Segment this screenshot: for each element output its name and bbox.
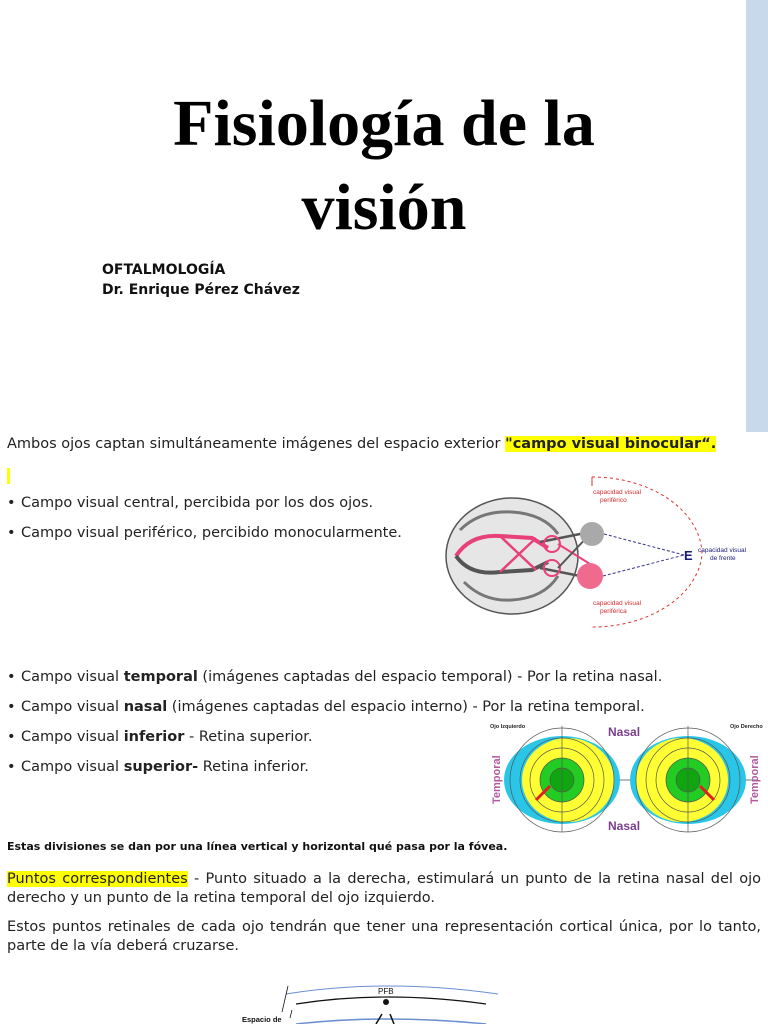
intro-highlight: "campo visual binocular“. xyxy=(505,436,717,452)
intro-paragraph: Ambos ojos captan simultáneamente imágen… xyxy=(7,436,717,452)
paragraph-corresponding-points: Puntos correspondientes - Punto situado … xyxy=(7,870,761,908)
label-peripheral-bottom-2: periférica xyxy=(600,608,627,615)
list-item: Campo visual periférico, percibido monoc… xyxy=(7,523,402,553)
author-label: Dr. Enrique Pérez Chávez xyxy=(102,282,300,298)
bullet-list-divisions: Campo visual temporal (imágenes captadas… xyxy=(7,667,662,787)
slide-subtitle: OFTALMOLOGÍA Dr. Enrique Pérez Chávez xyxy=(102,260,300,300)
highlight-mark xyxy=(7,468,10,484)
label-peripheral-top-2: periférico xyxy=(600,497,627,504)
left-eye-field xyxy=(504,726,620,833)
temporal-label-right: Temporal xyxy=(749,755,761,804)
right-eye-label: Ojo Derecho xyxy=(730,724,763,730)
list-item: Campo visual central, percibida por los … xyxy=(7,493,402,523)
temporal-label-left: Temporal xyxy=(491,755,503,804)
nasal-label-bottom: Nasal xyxy=(608,819,640,833)
slide-accent-bar xyxy=(746,0,768,432)
label-front: capacidad visual xyxy=(698,547,747,554)
space-label: Espacio de xyxy=(242,1015,282,1024)
visual-fields-diagram: Ojo Izquierdo Ojo Derecho Nasal Nasal Te… xyxy=(490,724,763,833)
label-peripheral-bottom: capacidad visual xyxy=(593,600,642,607)
target-letter: E xyxy=(684,548,693,563)
slide-title-line2: visión xyxy=(301,171,467,244)
slide-title-line1: Fisiología de la xyxy=(173,87,595,160)
binocular-head-diagram: capacidad visual periférico capacidad vi… xyxy=(445,476,747,628)
para-text: - Punto situado a la derecha, estimulará… xyxy=(7,871,761,906)
pfb-label: PFB xyxy=(378,987,394,996)
list-item: Campo visual inferior - Retina superior. xyxy=(7,727,662,757)
list-item: Campo visual temporal (imágenes captadas… xyxy=(7,667,662,697)
list-item: Campo visual superior- Retina inferior. xyxy=(7,757,662,787)
list-item: Campo visual nasal (imágenes captadas de… xyxy=(7,697,662,727)
horopter-diagram: PFB Espacio de xyxy=(242,985,499,1024)
subject-label: OFTALMOLOGÍA xyxy=(102,262,226,278)
title-slide: Fisiología de la visión OFTALMOLOGÍA Dr.… xyxy=(0,0,768,432)
paragraph-cortical: Estos puntos retinales de cada ojo tendr… xyxy=(7,919,761,954)
label-peripheral-top: capacidad visual xyxy=(593,489,642,496)
bullet-list-fields: Campo visual central, percibida por los … xyxy=(7,493,402,553)
label-front-2: de frente xyxy=(710,555,736,562)
note-text: Estas divisiones se dan por una línea ve… xyxy=(7,840,508,853)
intro-text: Ambos ojos captan simultáneamente imágen… xyxy=(7,436,506,452)
para-highlight: Puntos correspondientes xyxy=(7,871,188,887)
right-eye-field xyxy=(630,726,746,833)
content-slide: Ambos ojos captan simultáneamente imágen… xyxy=(0,432,768,1024)
left-eye-label: Ojo Izquierdo xyxy=(490,724,526,730)
nasal-label-top: Nasal xyxy=(608,725,640,739)
slide-title: Fisiología de la visión xyxy=(0,82,768,250)
